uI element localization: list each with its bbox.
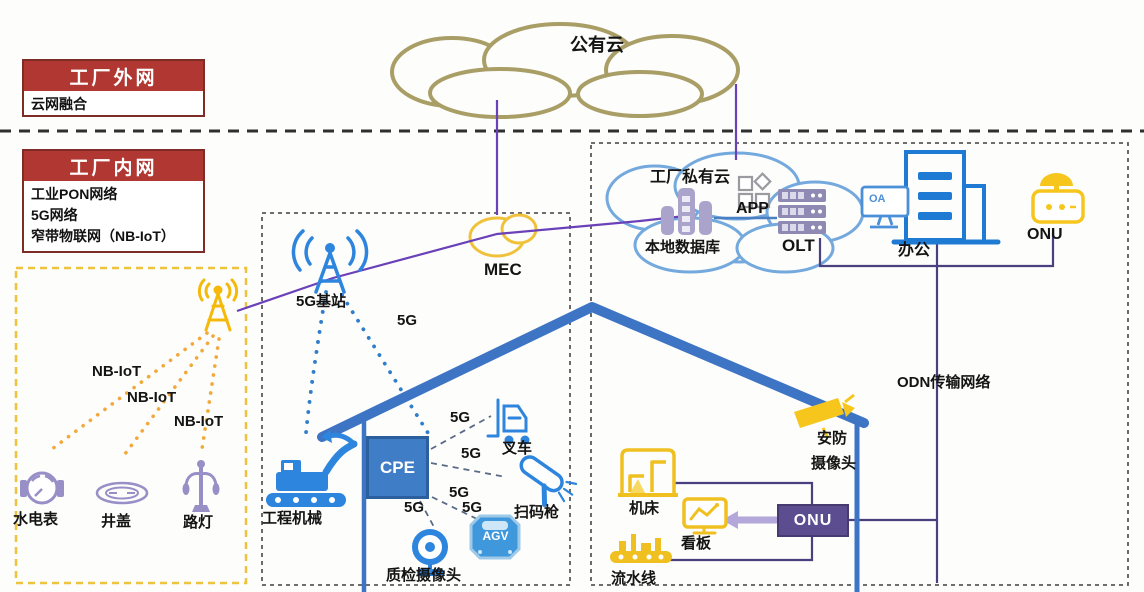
extranet-legend-title: 工厂外网 [22,59,205,93]
intranet-legend-title: 工厂内网 [22,149,205,183]
scanner-label: 扫码枪 [514,504,560,521]
extranet-legend-item: 云网融合 [22,91,205,117]
cctv-camera-icon [794,393,855,439]
public-cloud-label: 公有云 [570,35,624,55]
kanban-label: 看板 [681,535,712,552]
local-db-label: 本地数据库 [645,239,721,256]
5g-link-label: 5G [449,484,470,501]
agv-label: AGV [482,529,509,543]
pon-wiring [670,233,1055,583]
intranet-legend-item-nbiot: 窄带物联网（NB-IoT） [31,228,175,244]
security-camera-label: 摄像头 [811,455,857,472]
office-label: 办公 [898,242,931,259]
5g-zone-border [261,212,571,586]
assembly-line-icon [610,534,672,563]
onu-router-icon [1031,173,1085,224]
pon-zone-border [590,142,1129,586]
nbiot-rays [46,331,221,460]
local-database-icon [661,188,712,235]
manhole-label: 井盖 [101,513,132,530]
nbiot-zone-border [14,266,248,585]
app-label: APP [736,200,769,217]
kanban-icon [682,497,728,535]
machine-tool-label: 机床 [629,500,660,517]
5g-base-station-icon [291,229,369,294]
olt-label: OLT [782,236,815,255]
intranet-legend-item-pon: 工业PON网络 [31,186,118,202]
office-building-icon [891,150,1001,245]
5g-link-label: 5G [404,499,425,516]
nbiot-antenna-icon [197,278,239,332]
office-monitor-label: OA [869,193,886,205]
onu-top-label: ONU [1027,226,1063,243]
machinery-label: 工程机械 [262,510,323,527]
cpe-device-links [419,415,507,528]
onu-bottom-node: ONU [777,504,849,537]
public-cloud-icon [390,22,740,119]
intranet-legend-item-5g: 5G网络 [31,207,78,223]
qc-camera-label: 质检摄像头 [386,567,462,584]
app-icon [737,172,772,209]
security-camera-label: 安防 [817,430,848,447]
scanner-gun-icon [519,455,578,508]
manhole-icon [95,481,149,505]
radio-backhaul-line [236,213,695,313]
water-meter-label: 水电表 [13,511,59,528]
intranet-legend-items: 工业PON网络 5G网络 窄带物联网（NB-IoT） [22,181,205,253]
5g-link-label: 5G [462,499,483,516]
factory-outline [317,302,869,592]
water-meter-icon [20,471,64,505]
nbiot-link-label: NB-IoT [92,363,142,380]
nbiot-link-label: NB-IoT [127,389,177,406]
mec-label: MEC [484,260,522,279]
olt-icon [778,189,826,234]
machine-tool-icon [618,448,678,497]
5g-link-label: 5G [461,445,482,462]
fiveg-rays [304,290,430,435]
5g-link-label: 5G [397,312,418,329]
street-lamp-icon [182,460,220,512]
5g-link-label: 5G [450,409,471,426]
excavator-icon [266,430,358,507]
street-lamp-label: 路灯 [183,514,214,531]
cpe-node: CPE [366,436,429,499]
odn-network-label: ODN传输网络 [897,374,991,391]
assembly-line-label: 流水线 [611,570,657,587]
qc-camera-icon [412,529,448,576]
forklift-icon [486,398,530,445]
nbiot-link-label: NB-IoT [174,413,224,430]
forklift-label: 叉车 [502,440,533,457]
base-station-label: 5G基站 [296,293,347,310]
office-monitor-icon [860,185,910,229]
private-cloud-label: 工厂私有云 [650,169,731,186]
agv-icon [469,514,521,560]
mec-cloud-icon [468,213,538,258]
kanban-arrow [722,511,778,529]
